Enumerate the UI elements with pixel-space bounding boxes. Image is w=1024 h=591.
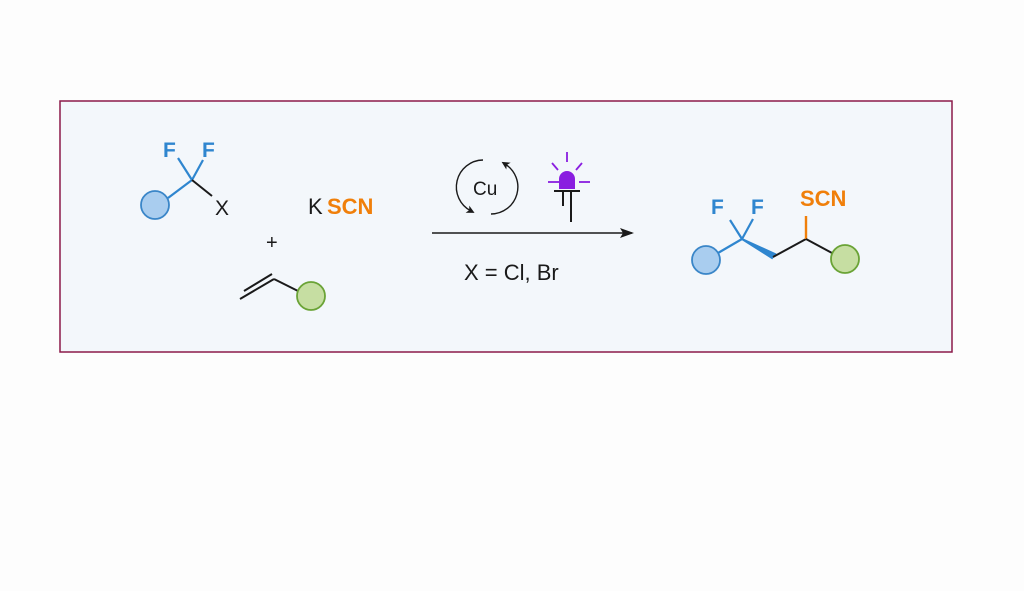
bond-cf (177, 157, 193, 181)
bond (167, 179, 193, 199)
blue-substituent-ball (691, 245, 721, 275)
bond (273, 278, 299, 292)
double-bond-line (243, 273, 273, 292)
product-molecule: F F SCN (691, 186, 860, 275)
plus-sign: + (266, 232, 278, 254)
conditions-text: X = Cl, Br (464, 260, 559, 285)
bond-cf (741, 218, 754, 240)
blue-substituent-ball (140, 190, 170, 220)
reagent-kscn: K SCN (308, 194, 373, 219)
cycle-arrows-icon (455, 159, 519, 215)
fluorine-label: F (751, 196, 764, 219)
scheme-frame (59, 100, 953, 353)
bond-cf (729, 219, 743, 240)
green-substituent-ball (296, 281, 326, 311)
reactant-alkene (239, 273, 326, 311)
green-substituent-ball (830, 244, 860, 274)
bond-cf (191, 159, 204, 181)
potassium-label: K (308, 194, 323, 219)
scn-label: SCN (327, 194, 373, 219)
reactant-difluoroalkyl-halide: F F X (140, 139, 229, 220)
bond (805, 238, 833, 254)
fluorine-label: F (202, 139, 215, 162)
fluorine-label: F (163, 139, 176, 162)
bond (772, 238, 807, 258)
led-light-icon (548, 152, 590, 222)
scn-label: SCN (800, 186, 846, 211)
fluorine-label: F (711, 196, 724, 219)
bond-cx (191, 179, 213, 197)
bond (717, 238, 743, 254)
halide-x-label: X (215, 197, 229, 220)
copper-label: Cu (473, 179, 497, 200)
double-bond-line (239, 278, 275, 300)
copper-catalyst-cycle: Cu (455, 159, 519, 215)
